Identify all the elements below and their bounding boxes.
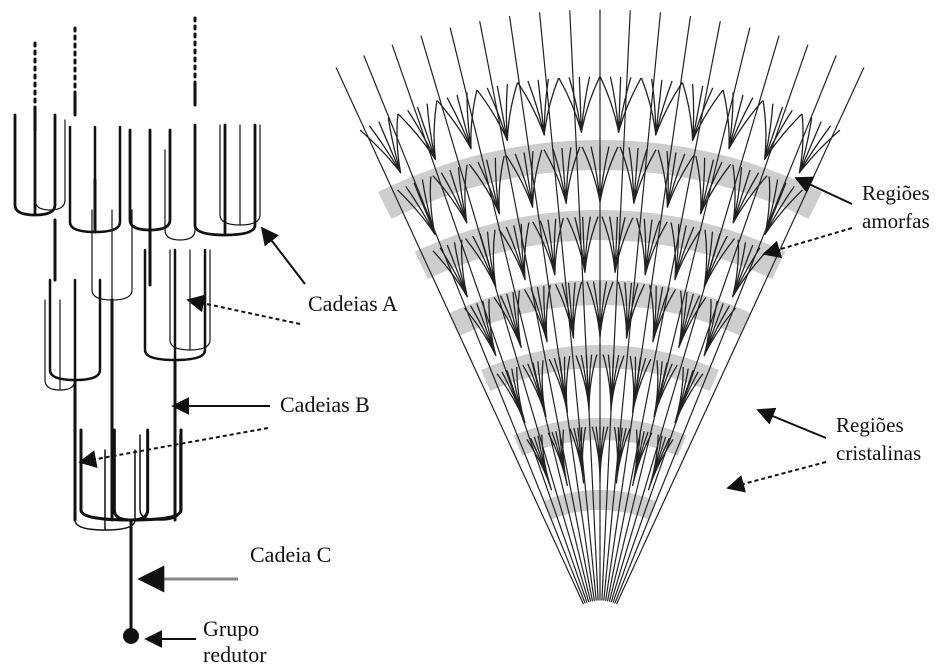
label-crystalline-1: Regiões (836, 413, 904, 437)
label-reducing-group-2: redutor (203, 642, 267, 667)
label-amorphous-2: amorfas (862, 209, 930, 233)
radial-cluster-branch (478, 83, 518, 140)
chain-branch (195, 125, 255, 235)
radial-cluster-branch (399, 101, 437, 159)
arrow-crystalline-1 (758, 410, 826, 438)
radial-cluster-branch (723, 91, 762, 149)
label-crystalline-2: cristalinas (836, 441, 921, 465)
radial-cluster-branch (683, 83, 723, 140)
radial-cluster-branch (642, 79, 682, 136)
chain-branch (92, 210, 132, 300)
radial-cluster-branch (438, 91, 477, 149)
radial-cluster-branch (592, 427, 607, 482)
chain-branch (35, 120, 65, 210)
radial-cluster-diagram (336, 10, 864, 604)
chain-branch (75, 450, 135, 530)
chain-branch (145, 250, 205, 360)
chain-b-trunks (75, 300, 175, 520)
radial-cluster-branch (559, 77, 600, 132)
arrow-crystalline-2 (728, 462, 826, 488)
radial-chain (421, 36, 589, 602)
radial-cluster-branch (518, 79, 558, 136)
arrow-amorphous-2 (764, 228, 852, 254)
radial-cluster-branch (600, 77, 641, 132)
cluster-model-diagram (15, 15, 260, 628)
label-reducing-group-1: Grupo (203, 616, 259, 641)
radial-chain (611, 36, 779, 602)
label-amorphous-1: Regiões (862, 181, 930, 205)
label-chain-c: Cadeia C (250, 542, 331, 567)
label-chains-b: Cadeias B (280, 392, 370, 417)
reducing-end-dot (123, 628, 139, 644)
chain-branch (81, 430, 181, 520)
label-chains-a: Cadeias A (308, 291, 398, 316)
arrow-chains-a-1 (262, 228, 305, 284)
radial-cluster-branch (763, 101, 801, 159)
chain-branch (130, 130, 170, 230)
